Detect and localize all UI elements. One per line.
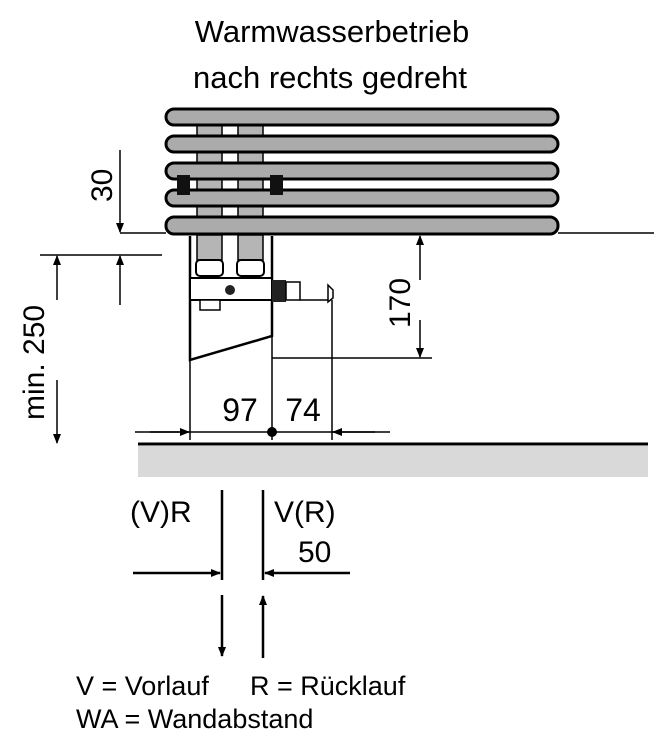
legend-vorlauf: V = Vorlauf [76, 671, 209, 701]
dim-170-label: 170 [384, 278, 417, 328]
dim-74-label: 74 [285, 392, 321, 428]
pipe-spacing-label: 50 [298, 536, 331, 569]
legend-wandabstand: WA = Wandabstand [76, 704, 313, 734]
title-line-1: Warmwasserbetrieb [195, 14, 469, 49]
dim-min-250-label: min. 250 [18, 305, 51, 420]
connection-left-label: (V)R [130, 496, 192, 529]
bracket-clamp-left [177, 175, 190, 195]
title-line-2: nach rechts gedreht [193, 60, 467, 95]
connection-right-label: V(R) [274, 496, 336, 529]
center-dot [267, 427, 277, 437]
legend-ruecklauf: R = Rücklauf [250, 671, 406, 701]
dim-97-label: 97 [222, 392, 258, 428]
floor [138, 446, 648, 477]
radiator-tubes [164, 107, 560, 236]
dim-30-label: 30 [86, 169, 119, 202]
valve-assembly [188, 234, 334, 362]
bracket-clamp-right [270, 175, 283, 195]
